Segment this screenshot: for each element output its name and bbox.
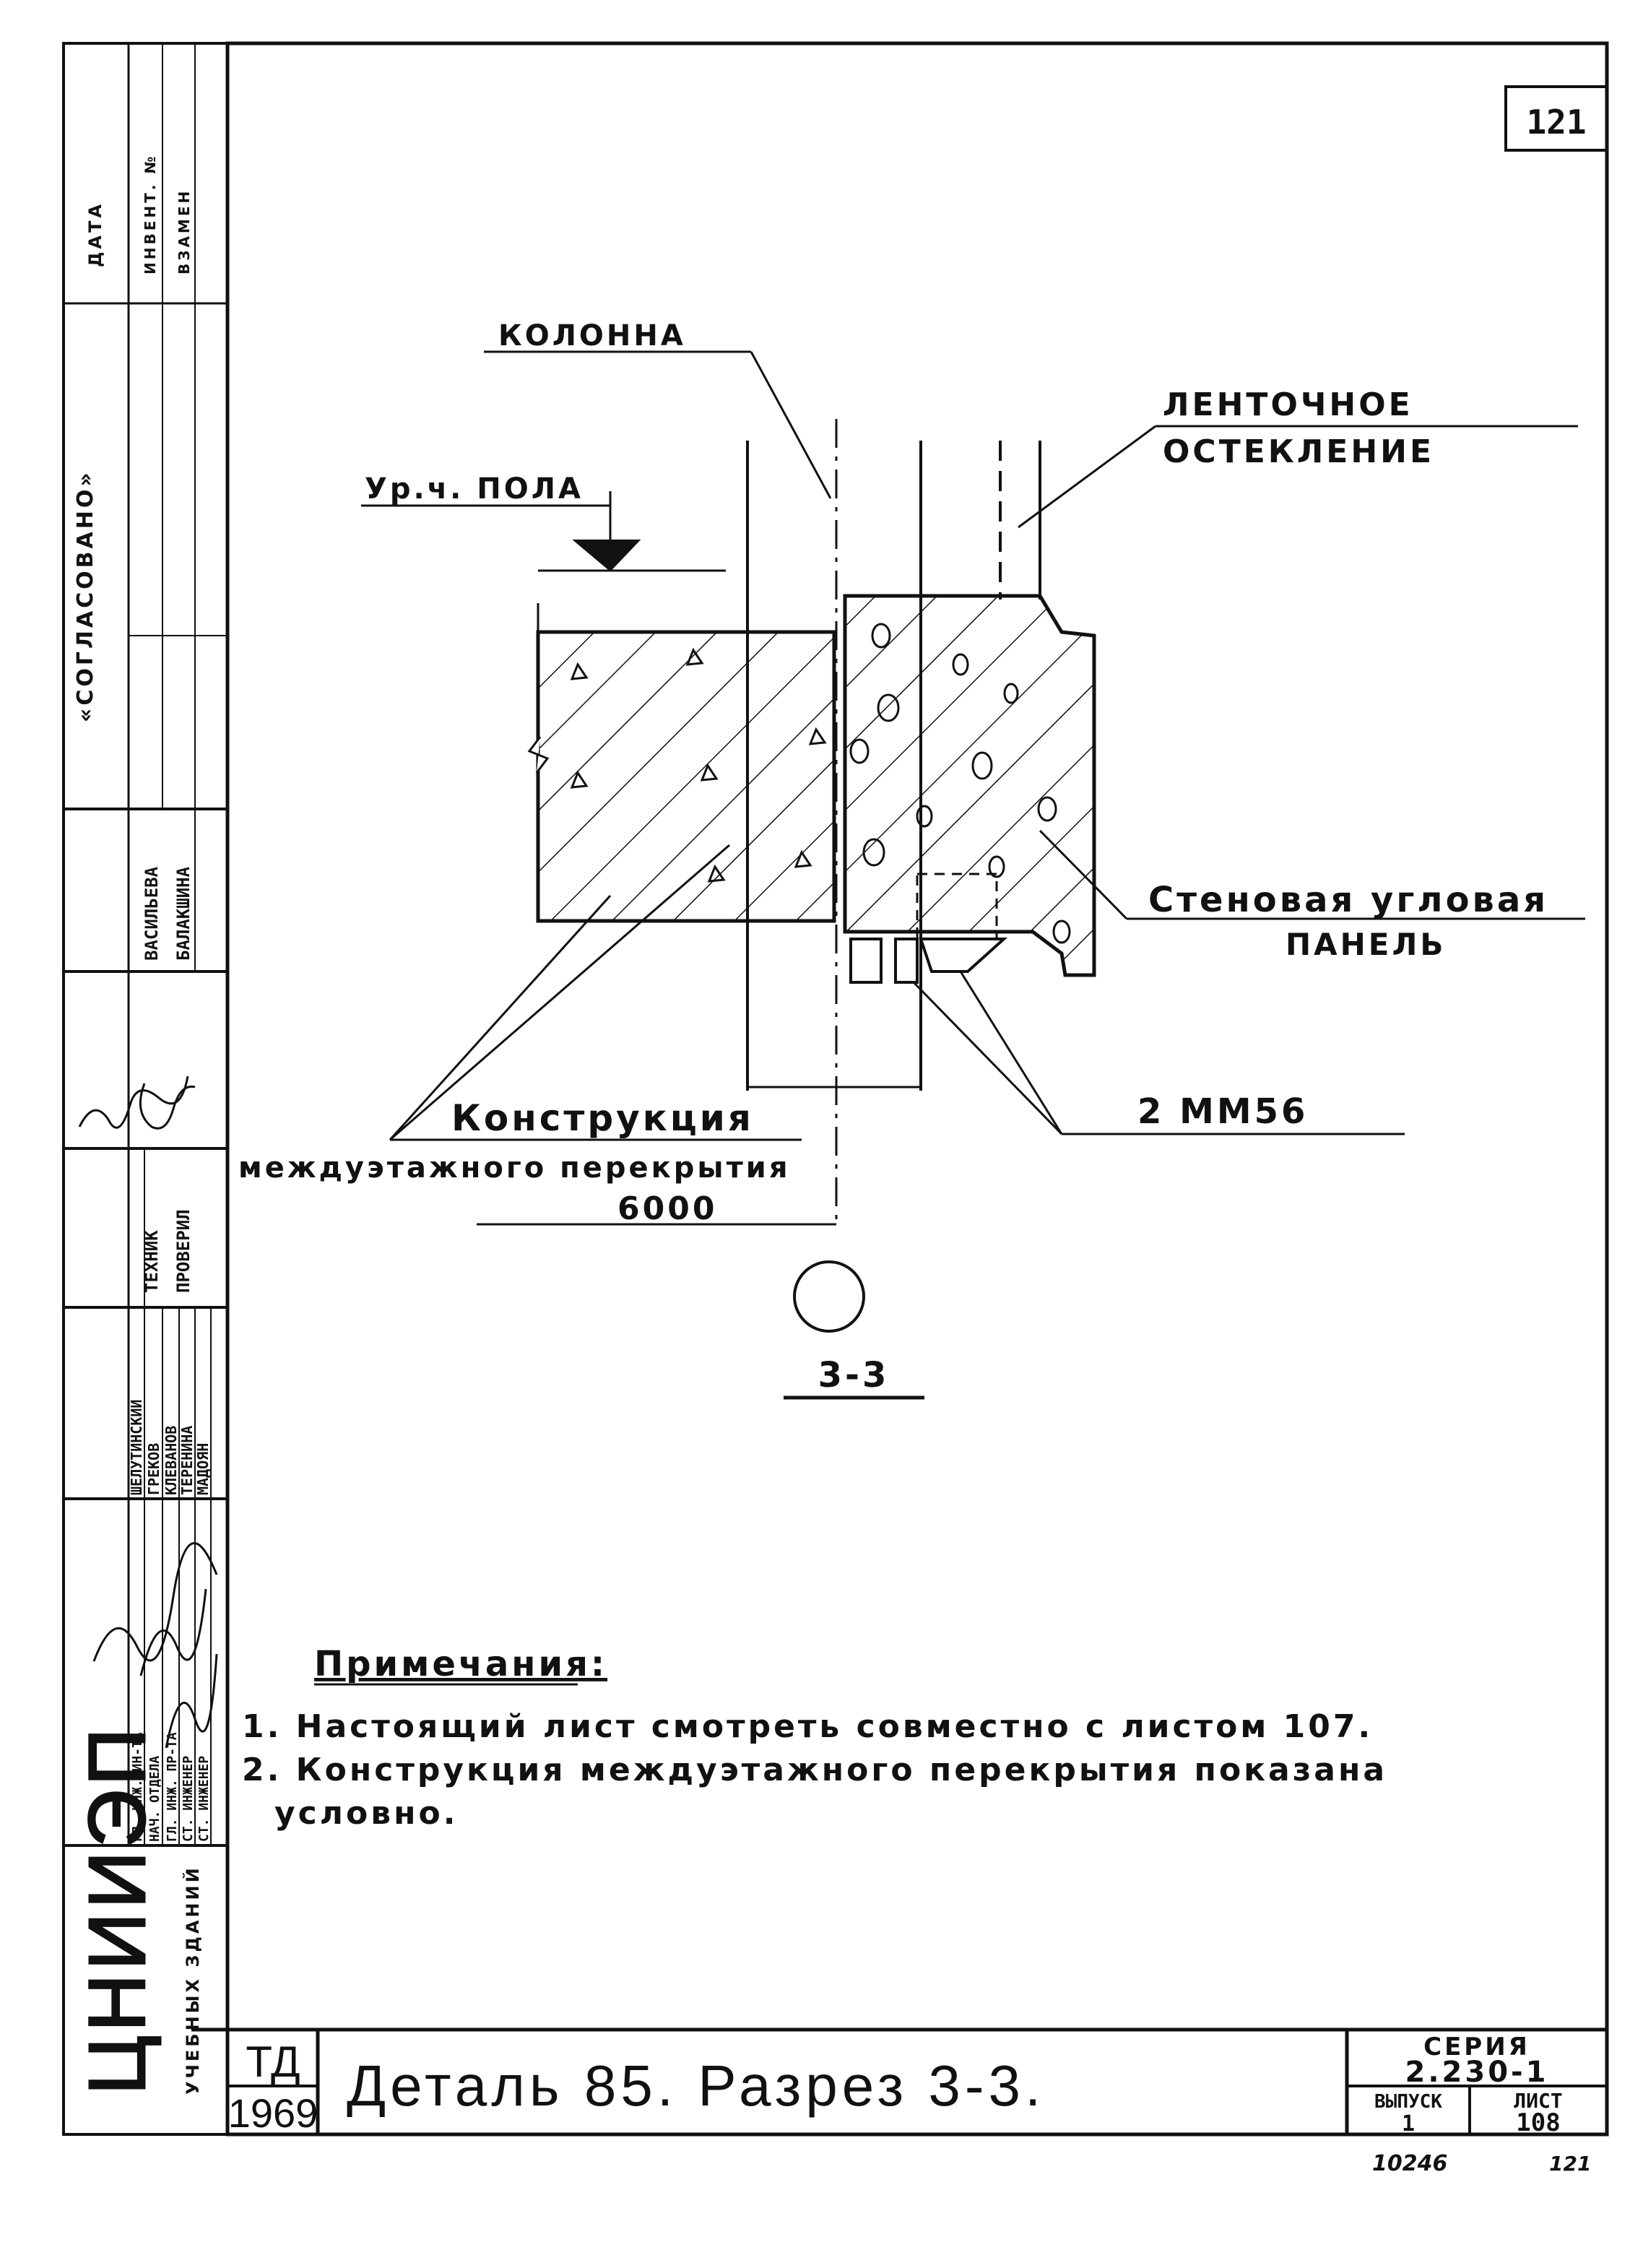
label-section-mark: 3-3: [818, 1355, 890, 1395]
label-ribbon-glazing-1: ЛЕНТОЧНОЕ: [1163, 386, 1413, 423]
title-year: 1969: [228, 2090, 318, 2136]
notes-heading: Примечания:: [314, 1644, 607, 1684]
note-1: 1. Настоящий лист смотреть совместно с л…: [242, 1708, 1373, 1745]
floor-construction-leader-1: [389, 894, 612, 1141]
floor-construction-leader-2: [389, 844, 730, 1141]
label-floor-level: Ур.ч. ПОЛА: [365, 472, 584, 506]
stamp-role-1: ТЕХНИК: [142, 1230, 162, 1293]
label-column: КОЛОННА: [498, 319, 686, 352]
drawing-title: Деталь 85. Разрез 3-3.: [347, 2053, 1045, 2118]
floor-level-triangle: [572, 540, 641, 572]
stamp-approver-1: ВАСИЛЬЕВА: [142, 866, 162, 961]
label-embedded-part: 2 ММ56: [1137, 1091, 1308, 1132]
label-wall-panel-2: ПАНЕЛЬ: [1286, 927, 1446, 962]
label-axis-dim: 6000: [617, 1190, 717, 1227]
glazing-leader: [1018, 425, 1156, 529]
floor-slab: [536, 630, 836, 923]
embedded-plate-2: [894, 938, 919, 984]
stamp-replaces: ВЗАМЕН: [175, 189, 193, 274]
stamp-staff-position-2: НАЧ. ОТДЕЛА: [147, 1756, 162, 1842]
stamp-role-2: ПРОВЕРИЛ: [173, 1209, 194, 1293]
embedded-plate-1: [849, 938, 883, 984]
stamp-approver-2: БАЛАКШИНА: [173, 866, 194, 961]
label-floor-construction-2: междуэтажного перекрытия: [238, 1151, 791, 1185]
title-td: ТД: [246, 2038, 300, 2086]
org-name: ЦНИИЭП: [73, 1724, 162, 2095]
dashed-insert: [916, 873, 998, 940]
series-label: СЕРИЯ: [1423, 2033, 1530, 2061]
slab-aggregate: [570, 647, 827, 883]
panel-aggregate: [849, 623, 1071, 944]
label-wall-panel-1: Стеновая угловая: [1148, 880, 1548, 920]
left-stamp-strip: [62, 42, 229, 2136]
stamp-staff-name-3: КЛЕВАНОВ: [162, 1426, 180, 1495]
label-floor-construction-1: Конструкция: [451, 1097, 754, 1139]
series-value: 2.230-1: [1405, 2056, 1549, 2089]
issue-value: 1: [1402, 2111, 1415, 2137]
sheet-value: 108: [1516, 2108, 1560, 2137]
axis-bubble: [793, 1260, 865, 1333]
embedded-bracket: [919, 938, 1008, 973]
note-3: условно.: [274, 1795, 458, 1832]
wall-panel-leader: [1039, 829, 1128, 920]
signature-scribbles: [78, 1075, 218, 1749]
stamp-inventory: ИНВЕНТ. №: [142, 154, 159, 274]
stamp-date: ДАТА: [85, 202, 105, 267]
issue-label: ВЫПУСК: [1374, 2091, 1442, 2113]
stamp-staff-position-1: ГЛ. ИНЖ. ИН-ТА: [130, 1732, 145, 1842]
wall-corner-panel: [843, 594, 1096, 977]
sheet-number-box: [1504, 85, 1608, 152]
slab-break-left: [527, 736, 550, 774]
note-2: 2. Конструкция междуэтажного перекрытия …: [242, 1752, 1387, 1788]
stamp-staff-name-1: ШЕЛУТИНСКИЙ: [128, 1400, 145, 1495]
embedded-leader-2: [959, 971, 1063, 1135]
stamp-staff-position-5: СТ. ИНЖЕНЕР: [196, 1756, 212, 1842]
stamp-staff-position-3: ГЛ. ИНЖ. ПР-ТА: [165, 1732, 180, 1842]
label-ribbon-glazing-2: ОСТЕКЛЕНИЕ: [1163, 433, 1434, 470]
stamp-staff-name-2: ГРЕКОВ: [145, 1443, 162, 1495]
footer-left: 10246: [1372, 2151, 1447, 2176]
title-block: [227, 2030, 1607, 2134]
sheet-number: 121: [1526, 103, 1586, 142]
stamp-approval-header: «СОГЛАСОВАНО»: [73, 469, 98, 722]
sheet-label: ЛИСТ: [1514, 2089, 1562, 2113]
stamp-staff-name-5: МАДОЯН: [194, 1443, 212, 1495]
stamp-staff-name-4: ТЕРЕНИНА: [178, 1426, 196, 1495]
embedded-leader-1: [912, 981, 1063, 1135]
stamp-staff-position-4: СТ. ИНЖЕНЕР: [181, 1756, 196, 1842]
section-drawing: [361, 350, 1585, 1400]
column-leader: [750, 351, 832, 499]
footer-right: 121: [1549, 2152, 1591, 2176]
org-subtitle: УЧЕБНЫХ ЗДАНИЙ: [182, 1865, 203, 2095]
